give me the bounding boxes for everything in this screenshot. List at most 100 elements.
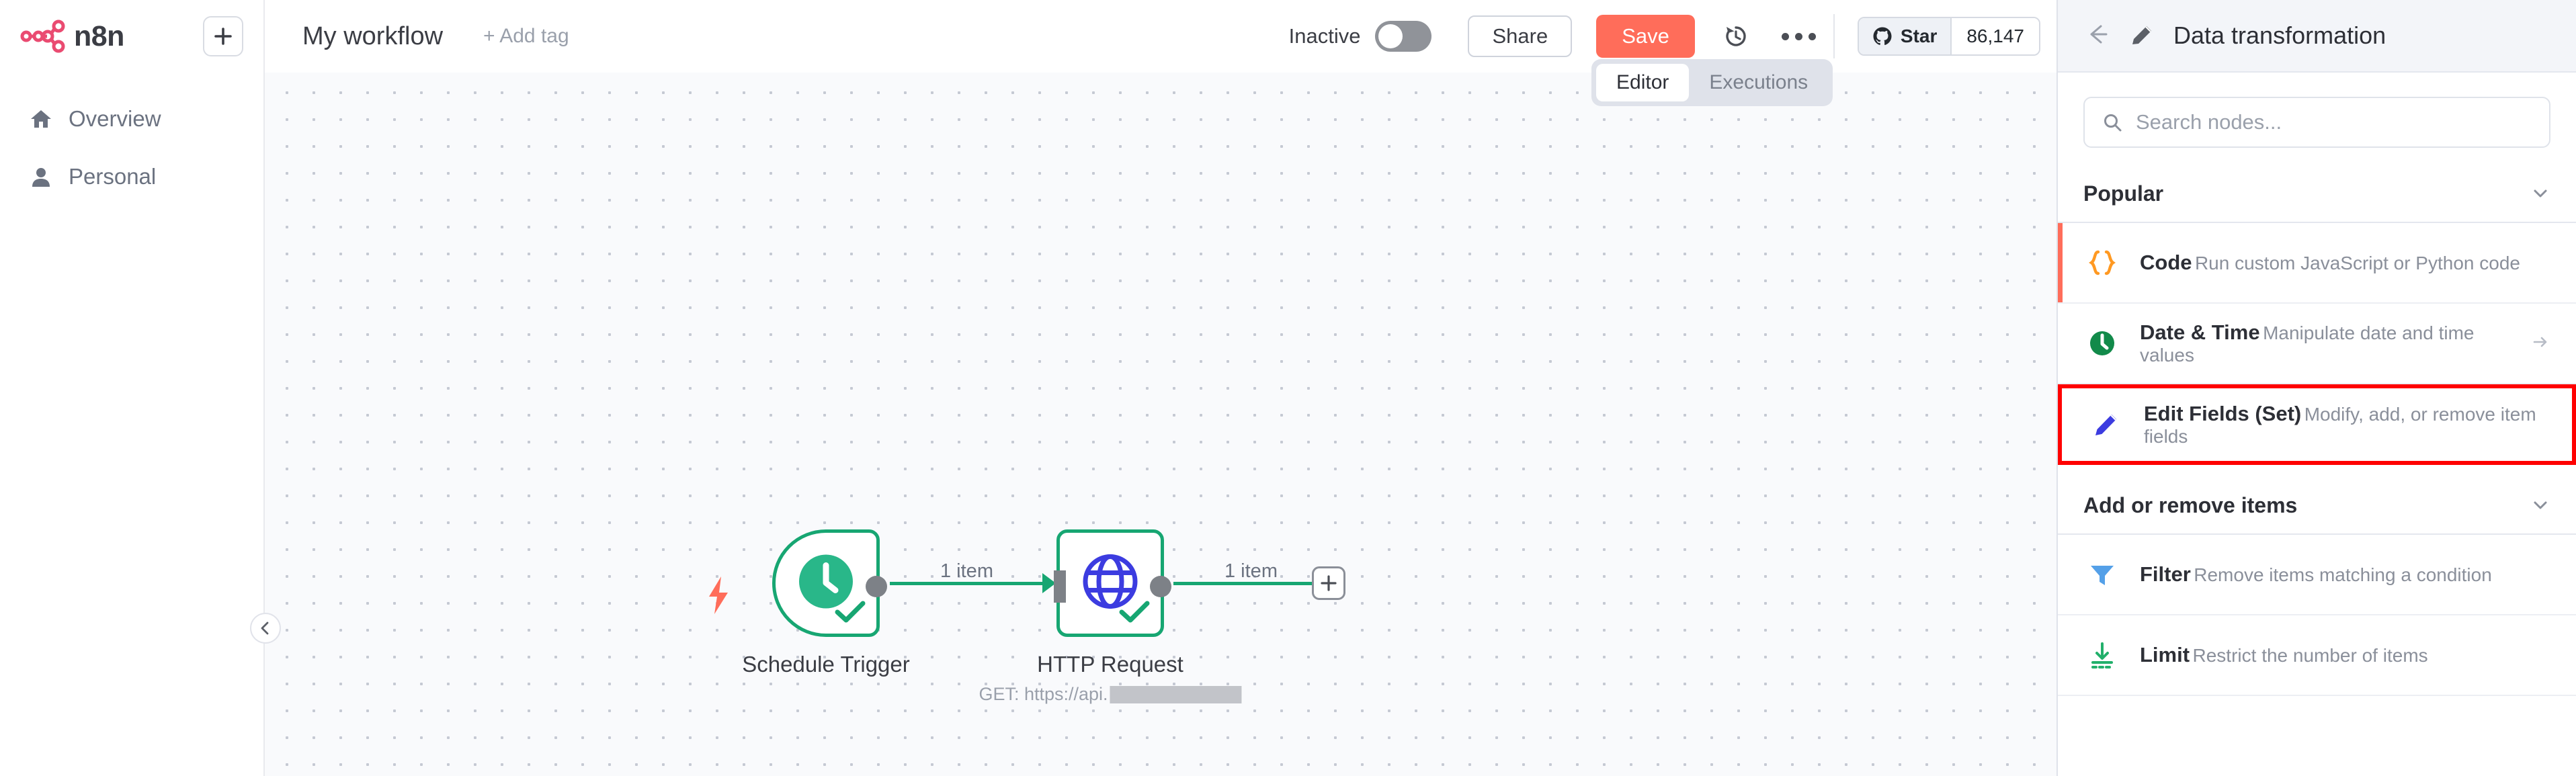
chevron-left-icon (261, 621, 269, 635)
workflow-canvas[interactable]: Schedule Trigger 1 item (265, 73, 2056, 776)
plus-icon (214, 28, 232, 45)
history-icon (1726, 26, 1746, 46)
page-title[interactable]: My workflow (302, 21, 444, 50)
node-title: HTTP Request (1037, 652, 1183, 677)
node-list-item-name: Date & Time (2140, 320, 2260, 344)
node-list-item-name: Code (2140, 251, 2192, 274)
node-list-item-text: Code Run custom JavaScript or Python cod… (2140, 251, 2520, 275)
node-success-check-icon (835, 601, 866, 627)
pencil-icon (2128, 21, 2156, 50)
search-section (2058, 73, 2576, 148)
nodes-panel: Data transformation Popular (2056, 0, 2576, 776)
home-icon (30, 107, 59, 130)
tab-executions[interactable]: Executions (1709, 71, 1809, 93)
sidebar-item-label: Personal (69, 164, 157, 189)
connection-arrow-1 (1042, 573, 1056, 593)
connection-line-1[interactable] (890, 582, 1048, 585)
save-button[interactable]: Save (1596, 15, 1695, 58)
github-star-left: Star (1858, 18, 1952, 54)
redacted-url-bar (1110, 685, 1242, 703)
editor-executions-tabs: Editor Executions (1591, 59, 1833, 106)
search-icon (2104, 114, 2122, 132)
github-star-label: Star (1900, 26, 1938, 46)
sidebar-logo-row: n8n (0, 0, 263, 73)
node-output-port[interactable] (1150, 576, 1171, 597)
chevron-down-icon (2534, 501, 2547, 509)
arrow-left-icon (2090, 25, 2108, 43)
add-workflow-button[interactable] (203, 16, 243, 56)
node-list-item-description: Modify, add, or remove item fields (2144, 404, 2536, 447)
search-input[interactable] (2136, 110, 2532, 134)
arrow-right-icon (2533, 337, 2547, 347)
github-star-button[interactable]: Star 86,147 (1857, 17, 2040, 56)
more-options-button[interactable] (1777, 14, 1821, 58)
node-list-item-text: Limit Restrict the number of items (2140, 643, 2428, 667)
node-list-item-arrow[interactable] (2530, 332, 2550, 355)
pencil-icon (2087, 408, 2125, 441)
topbar-divider (1833, 14, 1835, 58)
connection-line-2[interactable] (1173, 582, 1315, 585)
search-box[interactable] (2083, 97, 2550, 148)
lightning-bolt-icon (705, 576, 732, 617)
section-header-popular[interactable]: Popular (2058, 165, 2576, 223)
share-button[interactable]: Share (1468, 15, 1573, 57)
node-list-item-date-time[interactable]: Date & Time Manipulate date and time val… (2058, 304, 2576, 384)
node-title: Schedule Trigger (742, 652, 910, 677)
limit-arrow-icon (2083, 639, 2121, 671)
node-list-item-text: Date & Time Manipulate date and time val… (2140, 320, 2530, 366)
globe-icon (1081, 553, 1139, 614)
node-subtitle-text: GET: https://api. (979, 684, 1108, 704)
sidebar-item-personal[interactable]: Personal (0, 148, 263, 206)
ellipsis-icon (1782, 32, 1817, 40)
hover-accent-bar (2058, 223, 2063, 302)
node-list-item-description: Manipulate date and time values (2140, 322, 2475, 365)
workflow-history-button[interactable] (1714, 14, 1758, 58)
sidebar-collapse-button[interactable] (250, 613, 281, 644)
main-area: My workflow + Add tag Inactive Share Sav… (265, 0, 2056, 776)
panel-back-button[interactable] (2083, 21, 2110, 51)
n8n-logo-icon (20, 17, 69, 55)
chevron-down-icon (2534, 189, 2547, 198)
node-list-item-edit-fields-set[interactable]: Edit Fields (Set) Modify, add, or remove… (2058, 384, 2576, 465)
node-list-item-limit[interactable]: Limit Restrict the number of items (2058, 615, 2576, 696)
github-star-count: 86,147 (1952, 18, 2039, 54)
node-success-check-icon (1119, 601, 1150, 627)
code-braces-icon (2083, 247, 2121, 279)
clock-icon (796, 552, 856, 615)
node-output-port[interactable] (866, 576, 887, 597)
node-list-item-text: Filter Remove items matching a condition (2140, 562, 2492, 587)
connection-label-2: 1 item (1224, 560, 1278, 582)
connection-label-1: 1 item (940, 560, 993, 582)
canvas-node-http-request[interactable]: HTTP Request GET: https://api. (979, 529, 1242, 704)
activation-status-label: Inactive (1288, 24, 1361, 48)
section-header-add-or-remove-items[interactable]: Add or remove items (2058, 477, 2576, 535)
node-list-item-name: Limit (2140, 643, 2190, 666)
node-input-port[interactable] (1054, 570, 1066, 603)
node-list-item-description: Run custom JavaScript or Python code (2194, 253, 2520, 273)
github-icon (1873, 27, 1892, 46)
node-list-item-description: Remove items matching a condition (2194, 564, 2492, 585)
plus-icon (1321, 575, 1337, 591)
panel-header: Data transformation (2058, 0, 2576, 73)
canvas-node-schedule-trigger[interactable]: Schedule Trigger (742, 529, 910, 677)
section-title: Add or remove items (2083, 492, 2298, 517)
user-icon (30, 165, 59, 188)
node-body[interactable] (1054, 529, 1171, 637)
node-list-item-filter[interactable]: Filter Remove items matching a condition (2058, 535, 2576, 615)
sidebar-item-label: Overview (69, 106, 161, 131)
tab-editor[interactable]: Editor (1596, 64, 1690, 101)
section-title: Popular (2083, 181, 2164, 206)
node-subtitle: GET: https://api. (979, 684, 1242, 705)
add-tag-button[interactable]: + Add tag (483, 25, 569, 47)
node-list-item-name: Edit Fields (Set) (2144, 402, 2302, 425)
node-body[interactable] (772, 529, 887, 637)
sidebar-item-overview[interactable]: Overview (0, 90, 263, 148)
panel-title: Data transformation (2173, 21, 2386, 49)
node-list-item-code[interactable]: Code Run custom JavaScript or Python cod… (2058, 223, 2576, 304)
sidebar-nav: Overview Personal (0, 90, 263, 206)
workflow-topbar: My workflow + Add tag Inactive Share Sav… (265, 0, 2056, 73)
add-node-button[interactable] (1312, 566, 1345, 600)
activation-toggle[interactable] (1375, 21, 1432, 52)
node-list-item-text: Edit Fields (Set) Modify, add, or remove… (2144, 402, 2546, 447)
